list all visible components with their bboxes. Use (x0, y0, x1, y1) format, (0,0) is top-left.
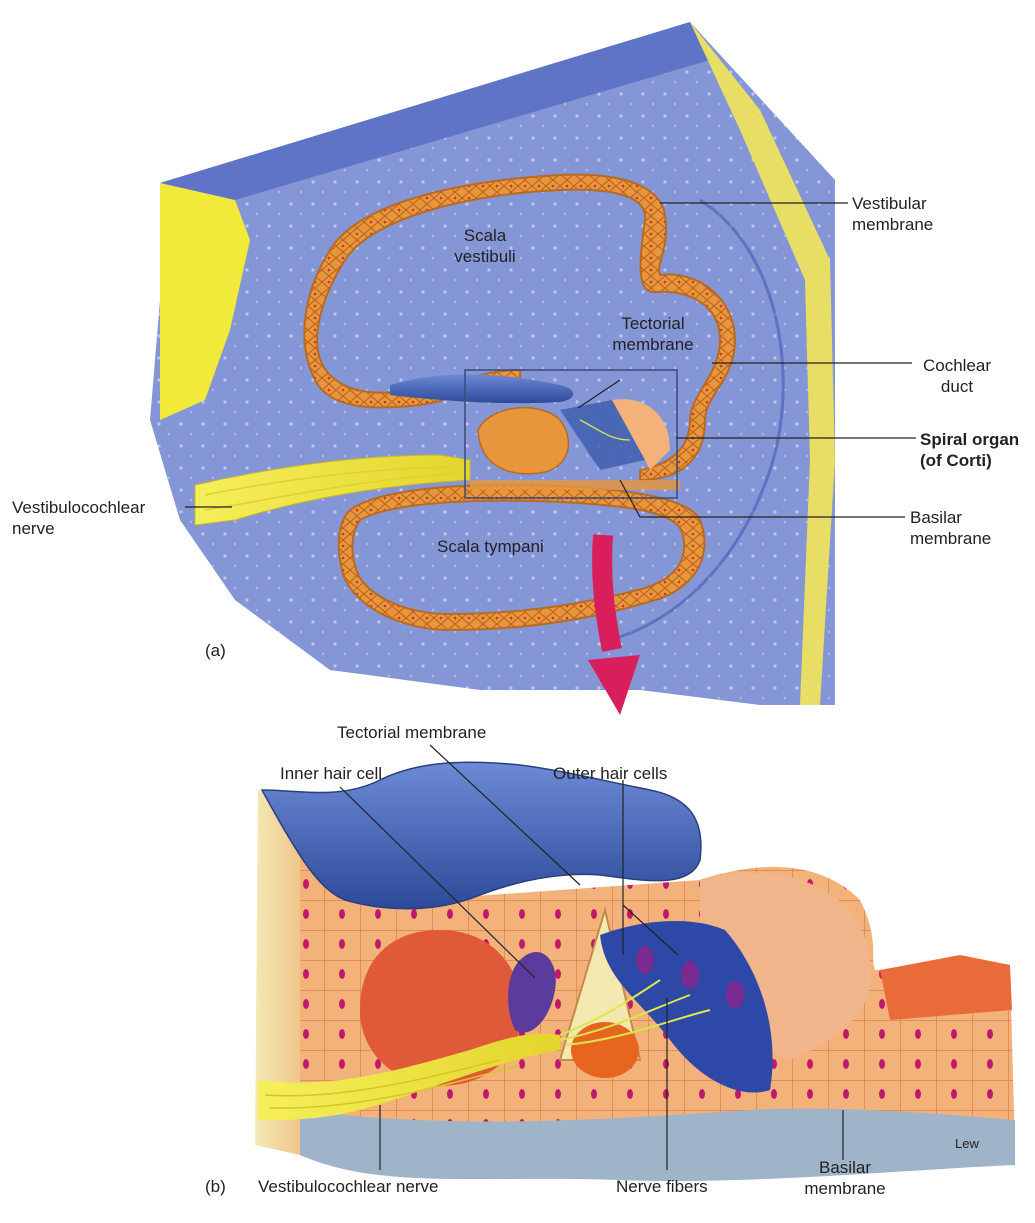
label-basilar-membrane-a-line1: Basilar (910, 507, 991, 528)
label-spiral-organ-line2: (of Corti) (920, 450, 1019, 471)
label-tectorial-membrane-a-line1: Tectorial (598, 313, 708, 334)
label-scala-vestibuli-line2: vestibuli (440, 246, 530, 267)
label-vestibulocochlear-nerve-a-line1: Vestibulocochlear (12, 497, 145, 518)
label-cochlear-duct-line1: Cochlear (912, 355, 1002, 376)
label-nerve-fibers: Nerve fibers (616, 1176, 708, 1197)
artist-signature: Lew (955, 1133, 979, 1154)
label-tectorial-membrane-b: Tectorial membrane (337, 722, 486, 743)
label-basilar-membrane-b-line1: Basilar (800, 1157, 890, 1178)
label-vestibulocochlear-nerve-b: Vestibulocochlear nerve (258, 1176, 439, 1197)
label-vestibular-membrane: Vestibular membrane (852, 193, 933, 235)
label-spiral-organ-line1: Spiral organ (920, 429, 1019, 450)
label-tectorial-membrane-a-line2: membrane (598, 334, 708, 355)
panel-b-letter: (b) (205, 1176, 226, 1197)
label-scala-tympani: Scala tympani (437, 536, 544, 557)
label-scala-vestibuli-line1: Scala (440, 225, 530, 246)
label-outer-hair-cells: Outer hair cells (553, 763, 667, 784)
label-basilar-membrane-a-line2: membrane (910, 528, 991, 549)
label-inner-hair-cell: Inner hair cell (280, 763, 382, 784)
label-vestibular-membrane-line1: Vestibular (852, 193, 933, 214)
label-vestibulocochlear-nerve-a-line2: nerve (12, 518, 145, 539)
label-tectorial-membrane-a: Tectorial membrane (598, 313, 708, 355)
label-vestibular-membrane-line2: membrane (852, 214, 933, 235)
label-vestibulocochlear-nerve-a: Vestibulocochlear nerve (12, 497, 145, 539)
panel-a-letter: (a) (205, 640, 226, 661)
label-basilar-membrane-b: Basilar membrane (800, 1157, 890, 1199)
label-basilar-membrane-a: Basilar membrane (910, 507, 991, 549)
label-spiral-organ: Spiral organ (of Corti) (920, 429, 1019, 471)
label-basilar-membrane-b-line2: membrane (800, 1178, 890, 1199)
label-cochlear-duct: Cochlear duct (912, 355, 1002, 397)
label-cochlear-duct-line2: duct (912, 376, 1002, 397)
label-scala-vestibuli: Scala vestibuli (440, 225, 530, 267)
organ-of-corti-detail (255, 762, 1015, 1181)
